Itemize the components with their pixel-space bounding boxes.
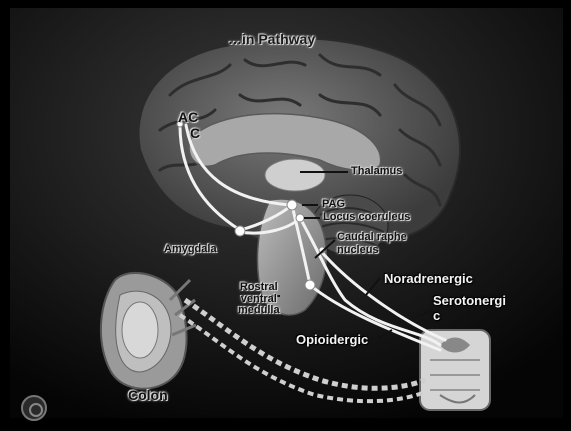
- label-caudal-line2: nucleus: [337, 245, 379, 257]
- label-rvm: Rostral ventral medulla: [238, 282, 280, 317]
- label-thalamus: Thalamus: [351, 166, 402, 178]
- label-noradrenergic: Noradrenergic: [384, 272, 473, 286]
- label-rvm-line3: medulla: [238, 305, 280, 317]
- thalamus-shape: [265, 159, 325, 191]
- logo-badge: [21, 395, 47, 421]
- label-ac-line1: AC: [178, 110, 198, 125]
- label-colon: Colon: [128, 388, 168, 403]
- label-opioidergic: Opioidergic: [296, 333, 368, 347]
- diagram-title: …in Pathway: [228, 32, 315, 47]
- label-serotonergic-line2: c: [433, 309, 440, 323]
- spinal-cord: [420, 330, 490, 410]
- label-amygdala: Amygdala: [164, 244, 217, 256]
- label-pag: PAG: [322, 199, 345, 211]
- label-caudal-line1: Caudal raphe: [337, 232, 407, 244]
- label-ac-line2: C: [190, 126, 200, 141]
- label-locus-coeruleus: Locus coeruleus: [323, 212, 410, 224]
- label-rvm-line1: Rostral: [238, 282, 280, 294]
- label-serotonergic-line1: Serotonergi: [433, 294, 506, 308]
